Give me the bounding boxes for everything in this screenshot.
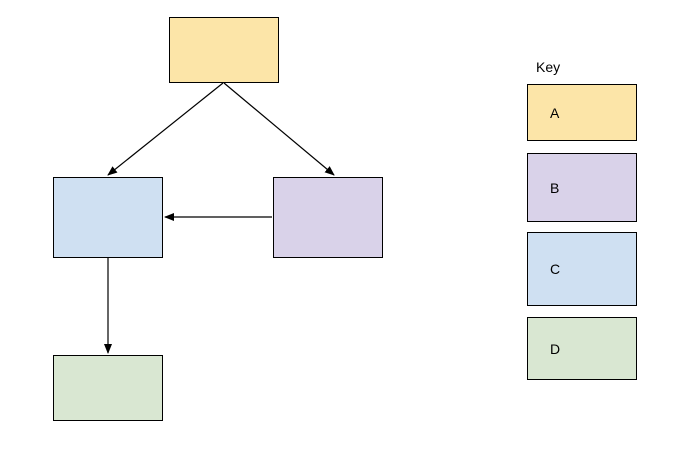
node-yellow-top[interactable] — [169, 17, 279, 83]
node-purple-right[interactable] — [273, 177, 383, 258]
key-swatch-a[interactable]: A — [527, 84, 637, 141]
key-swatch-label: C — [550, 261, 561, 277]
key-swatch-d[interactable]: D — [527, 317, 637, 380]
edge-yellow-to-purple — [223, 82, 335, 176]
key-swatch-label: A — [550, 104, 560, 121]
node-blue-left[interactable] — [53, 177, 163, 258]
key-swatch-c[interactable]: C — [527, 232, 637, 306]
key-swatch-b[interactable]: B — [527, 153, 637, 222]
node-green-bottom[interactable] — [53, 355, 163, 421]
key-swatch-label: D — [550, 340, 561, 357]
key-title: Key — [536, 59, 561, 75]
edge-yellow-to-blue — [107, 82, 224, 176]
key-swatch-label: B — [550, 179, 560, 196]
